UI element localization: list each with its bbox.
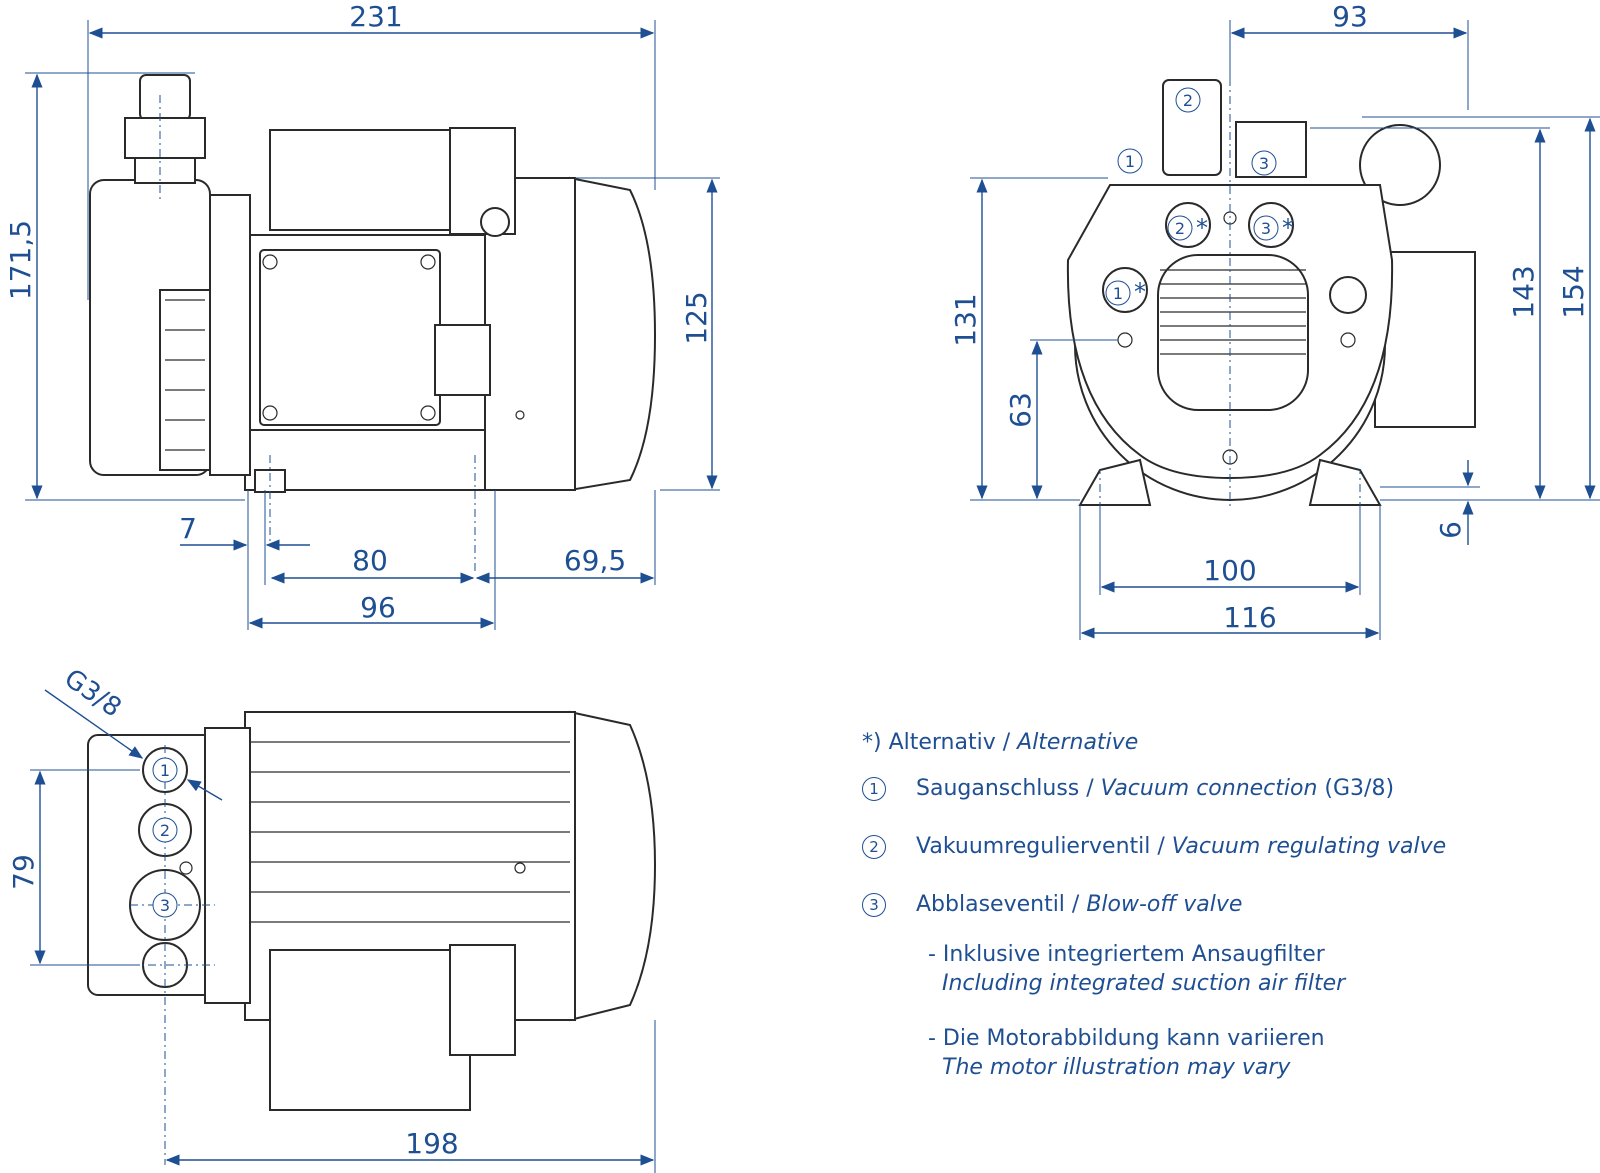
legend-item-3-en: Blow-off valve	[1086, 892, 1243, 917]
legend-alt-en: Alternative	[1017, 730, 1139, 755]
dim-7: 7	[179, 512, 197, 545]
dim-116: 116	[1223, 601, 1276, 634]
legend-item-1-de: Sauganschluss /	[916, 776, 1101, 801]
asterisk-3: *	[1282, 214, 1294, 242]
dim-69-5: 69,5	[564, 544, 626, 577]
legend-badge-2: 2	[862, 835, 886, 859]
dim-93: 93	[1332, 0, 1368, 33]
marker-2-top: 2	[1183, 91, 1193, 110]
front-view-markers: 2 1 3 2 * 3 * 1 *	[1105, 87, 1294, 306]
marker-3-alt: 3	[1261, 219, 1271, 238]
side-view-dimensions: 231 171,5 125 7 80 69,5 96	[4, 0, 720, 630]
legend-note-2: - Die Motorabbildung kann variieren The …	[928, 1026, 1325, 1080]
legend-item-3-de: Abblaseventil /	[916, 892, 1087, 917]
dim-100: 100	[1203, 554, 1256, 587]
marker-3-top: 3	[1259, 154, 1269, 173]
legend-note-1-de: - Inklusive integriertem Ansaugfilter	[928, 942, 1325, 967]
legend-badge-1: 1	[862, 777, 886, 801]
top-view-markers: 1 2 3	[152, 757, 178, 918]
front-view-dimensions: 93 131 63 143 154 6 100 116	[949, 0, 1600, 640]
legend-note-1: - Inklusive integriertem Ansaugfilter In…	[928, 942, 1345, 996]
legend-alternative: *) Alternativ / Alternative	[862, 730, 1138, 755]
marker-1-alt: 1	[1113, 284, 1123, 303]
dim-231: 231	[349, 0, 402, 33]
legend-item-1-extra: (G3/8)	[1317, 776, 1395, 801]
legend-item-2-de: Vakuumregulierventil /	[916, 834, 1172, 859]
dim-96: 96	[360, 591, 396, 624]
marker-2-alt: 2	[1175, 219, 1185, 238]
dim-171-5: 171,5	[4, 220, 37, 300]
thread-label-g3-8: G3/8	[59, 663, 127, 723]
asterisk-1: *	[1134, 278, 1146, 306]
marker-2-plan: 2	[160, 821, 170, 840]
legend-item-2-en: Vacuum regulating valve	[1171, 834, 1447, 859]
legend-item-1-en: Vacuum connection	[1100, 776, 1318, 801]
marker-1-top: 1	[1125, 152, 1135, 171]
legend-note-1-en: Including integrated suction air filter	[942, 971, 1346, 996]
dim-198: 198	[405, 1127, 458, 1160]
dim-125: 125	[680, 291, 713, 344]
legend-note-2-de: - Die Motorabbildung kann variieren	[928, 1026, 1325, 1051]
legend-note-2-en: The motor illustration may vary	[942, 1055, 1291, 1080]
asterisk-2: *	[1196, 214, 1208, 242]
legend-item-1: 1 Sauganschluss / Vacuum connection (G3/8…	[862, 776, 1394, 801]
top-view	[87, 710, 657, 1165]
dim-63: 63	[1004, 392, 1037, 428]
marker-3-plan: 3	[160, 896, 170, 915]
front-view	[1066, 60, 1476, 510]
legend-item-2: 2 Vakuumregulierventil / Vacuum regulatin…	[862, 834, 1446, 859]
legend-alt-de: *) Alternativ /	[862, 730, 1018, 755]
legend-badge-3: 3	[862, 893, 886, 917]
side-view	[89, 74, 657, 575]
dim-6: 6	[1434, 521, 1467, 539]
dim-154: 154	[1557, 265, 1590, 318]
legend-item-3: 3 Abblaseventil / Blow-off valve	[862, 892, 1242, 917]
dim-79: 79	[7, 854, 40, 890]
dim-80: 80	[352, 544, 388, 577]
dim-143: 143	[1507, 265, 1540, 318]
dim-131: 131	[949, 293, 982, 346]
marker-1-plan: 1	[160, 761, 170, 780]
